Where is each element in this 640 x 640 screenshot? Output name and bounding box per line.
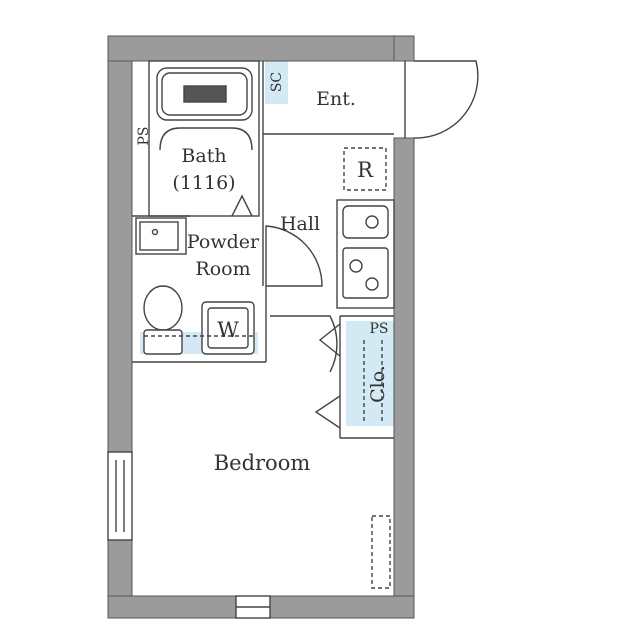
entrance-label: Ent. — [316, 88, 356, 110]
bath-door — [231, 194, 253, 217]
bedroom-label: Bedroom — [214, 451, 311, 475]
closet-rod — [363, 340, 383, 424]
hall-label: Hall — [280, 213, 320, 235]
sink-icon — [135, 217, 187, 255]
wall-left-upper — [107, 35, 133, 453]
wall-right — [393, 137, 415, 619]
fixture-bedroom-dashed — [371, 515, 391, 589]
kitchen-counter — [336, 199, 395, 309]
bath-label: Bath — [181, 145, 226, 167]
bathtub-icon — [156, 67, 253, 151]
closet-label: Clo. — [367, 365, 389, 403]
washer-icon — [201, 301, 255, 355]
bath-enclosure — [148, 60, 260, 217]
powder-room-label-2: Room — [195, 258, 250, 280]
closet-area — [346, 321, 394, 426]
stove-icon — [342, 247, 389, 299]
bath-size-label: (1116) — [172, 172, 235, 194]
doors — [231, 60, 479, 429]
refrigerator-icon — [343, 147, 387, 191]
refrigerator-label: R — [357, 158, 374, 182]
powder-room-label-1: Powder — [187, 231, 260, 253]
toilet-icon — [143, 285, 183, 355]
pipe-space-left-label: PS — [136, 126, 152, 145]
pipe-space-right-label: PS — [369, 321, 388, 337]
closet-door-lower — [314, 395, 341, 429]
interior-lines — [132, 60, 406, 439]
kitchen-sink-icon — [342, 205, 389, 239]
entrance-door — [413, 60, 479, 139]
bedroom-door — [270, 315, 338, 373]
window-left — [107, 451, 133, 541]
closet-door-upper — [318, 323, 341, 357]
wall-bottom-right — [269, 595, 415, 619]
shoe-cabinet — [265, 61, 288, 104]
wall-top-right-stub — [393, 35, 415, 62]
shoe-cabinet-label: SC — [269, 72, 285, 92]
wall-top — [107, 35, 415, 62]
windows — [107, 451, 271, 619]
washer-label: W — [217, 318, 239, 342]
powder-door — [265, 225, 323, 287]
wall-bottom-left — [107, 595, 237, 619]
